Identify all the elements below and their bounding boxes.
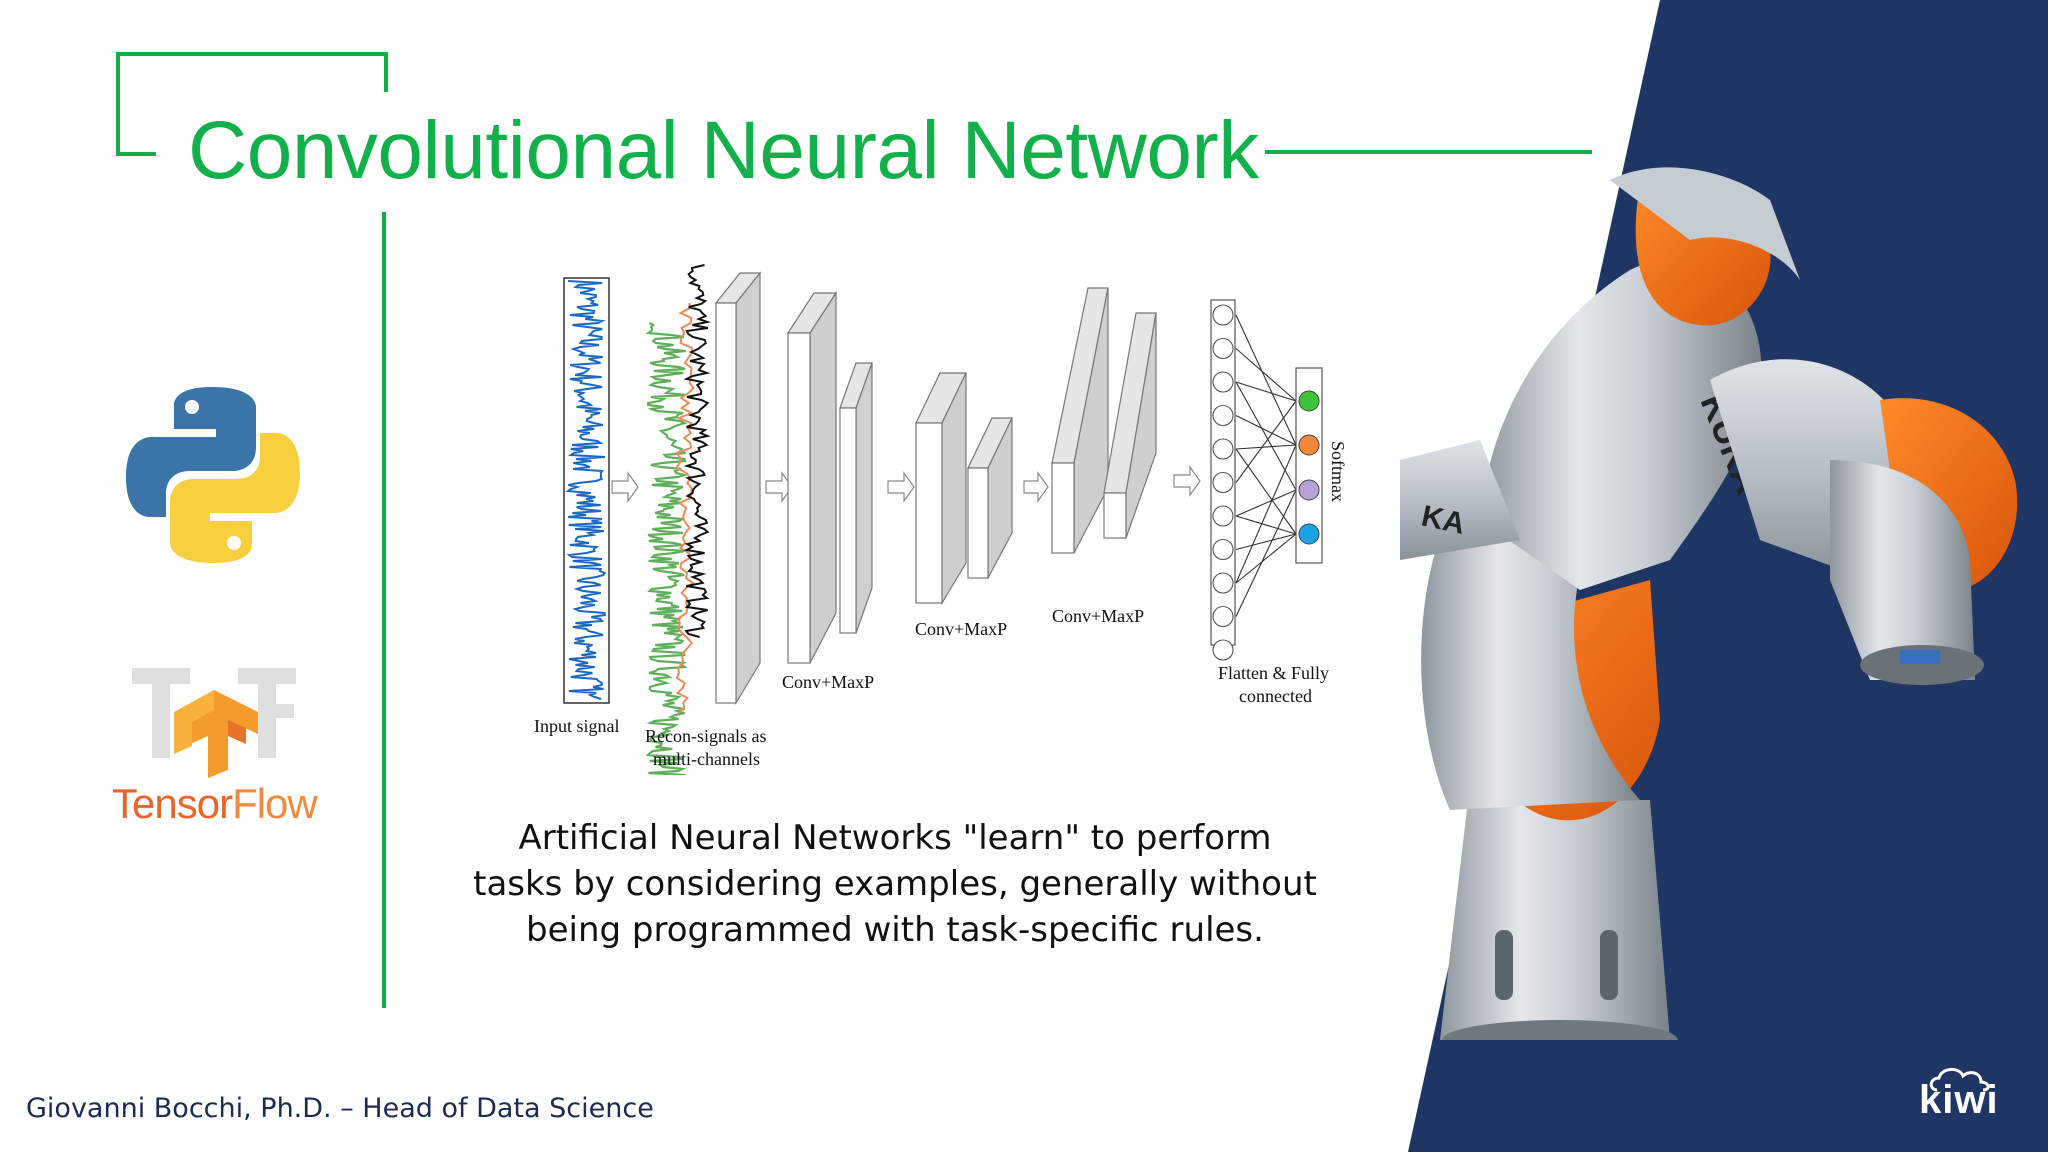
output-node-orange xyxy=(1298,434,1320,456)
flatten-neuron xyxy=(1212,304,1234,326)
label-conv-1: Conv+MaxP xyxy=(782,672,874,692)
label-recon-2: multi-channels xyxy=(653,749,760,769)
fc-connection xyxy=(1235,533,1297,551)
flow-arrow xyxy=(1023,471,1049,503)
fc-connection xyxy=(1235,381,1297,402)
frame-left-line xyxy=(116,52,120,156)
flow-arrow xyxy=(611,471,639,503)
flatten-neuron xyxy=(1212,438,1234,460)
footer-presenter: Giovanni Bocchi, Ph.D. – Head of Data Sc… xyxy=(26,1093,654,1124)
cnn-architecture-diagram: Input signal Recon-signals as multi-chan… xyxy=(534,264,1348,775)
fc-connection xyxy=(1235,448,1297,535)
flow-arrow xyxy=(1173,465,1201,497)
frame-vertical-divider xyxy=(382,212,386,1008)
kiwi-logo-text: kiwi xyxy=(1919,1078,1999,1122)
fc-connection xyxy=(1235,444,1297,584)
slide-title: Convolutional Neural Network xyxy=(188,105,1259,196)
input-signal-wave xyxy=(565,280,607,700)
recon-green-channel xyxy=(645,322,689,775)
frame-right-stub xyxy=(384,52,388,92)
fc-connection xyxy=(1235,314,1297,446)
fc-connection xyxy=(1235,415,1297,446)
label-flatten-1: Flatten & Fully xyxy=(1218,663,1329,683)
fc-connection xyxy=(1235,489,1297,617)
flatten-neuron xyxy=(1212,505,1234,527)
fc-connection xyxy=(1235,533,1297,584)
tensorflow-word-flow: Flow xyxy=(232,780,318,827)
fc-connection xyxy=(1235,444,1297,450)
tensorflow-logo-icon xyxy=(132,668,296,778)
label-input-signal: Input signal xyxy=(534,716,620,736)
python-logo-icon xyxy=(126,387,300,563)
fc-connection xyxy=(1235,381,1297,491)
conv-block-1 xyxy=(786,290,873,664)
label-flatten-2: connected xyxy=(1239,686,1312,706)
robot-arm-image: KUKA KA xyxy=(1400,167,2018,1040)
fc-connection xyxy=(1235,400,1297,483)
flatten-neuron xyxy=(1212,538,1234,561)
flatten-neuron xyxy=(1212,371,1234,393)
flatten-neurons xyxy=(1212,304,1234,661)
conv-block-3 xyxy=(1051,287,1157,554)
kiwi-cloud-icon xyxy=(1929,1068,1990,1092)
flatten-neuron xyxy=(1212,572,1234,594)
label-conv-3: Conv+MaxP xyxy=(1052,606,1144,626)
output-node-blue xyxy=(1298,523,1320,545)
flatten-neuron xyxy=(1212,639,1234,661)
frame-bottom-stub xyxy=(116,152,156,156)
flow-arrow xyxy=(765,471,793,503)
output-node-purple xyxy=(1298,479,1320,501)
fc-connection xyxy=(1235,489,1297,517)
flatten-neuron xyxy=(1212,337,1234,360)
caption-line-1: Artificial Neural Networks "learn" to pe… xyxy=(518,818,1272,858)
caption-line-2: tasks by considering examples, generally… xyxy=(473,864,1317,904)
tensorflow-wordmark: TensorFlow xyxy=(112,780,318,828)
tensorflow-word-tensor: Tensor xyxy=(112,780,233,827)
flatten-neuron xyxy=(1212,404,1234,427)
flow-arrow xyxy=(887,471,915,503)
flatten-neuron xyxy=(1212,471,1234,494)
fc-connection xyxy=(1235,515,1297,535)
label-recon-1: Recon-signals as xyxy=(645,726,766,746)
fc-connection xyxy=(1235,348,1297,402)
kiwi-logo: kiwi xyxy=(1915,1068,2015,1122)
flatten-neuron xyxy=(1212,605,1234,628)
frame-top-line xyxy=(116,52,388,56)
title-rule xyxy=(1265,150,1592,154)
conv-block-0 xyxy=(714,271,762,706)
label-softmax: Softmax xyxy=(1328,441,1348,502)
output-node-green xyxy=(1298,390,1320,412)
recon-orange-channel xyxy=(674,303,695,714)
slide-caption: Artificial Neural Networks "learn" to pe… xyxy=(470,815,1320,953)
recon-black-channel xyxy=(683,264,712,638)
label-conv-2: Conv+MaxP xyxy=(915,619,1007,639)
fully-connected-lines xyxy=(1235,314,1297,617)
conv-block-2 xyxy=(915,372,1013,606)
caption-line-3: being programmed with task-specific rule… xyxy=(526,910,1264,950)
